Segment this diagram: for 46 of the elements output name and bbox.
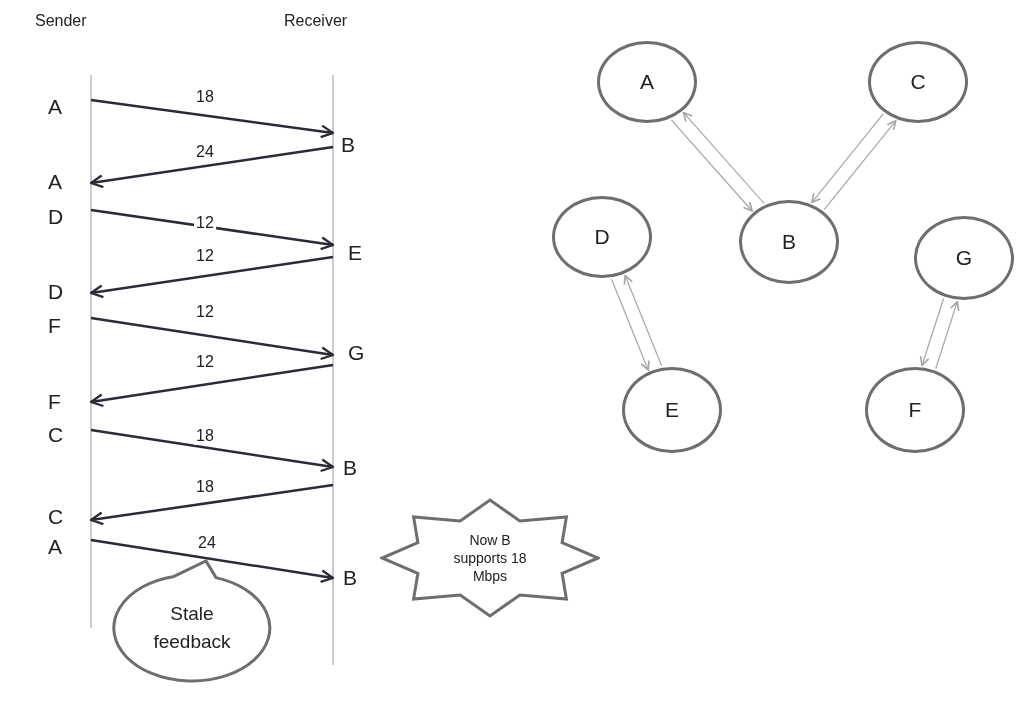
node-circle: A [597,41,697,123]
speech-bubble [112,558,274,684]
participant-label: A [40,535,91,559]
participant-label: D [40,205,91,229]
arrow [670,119,753,212]
arrow [610,278,650,371]
callout-text: Stale feedback [152,602,232,654]
arrow [89,363,334,408]
arrow [823,119,897,211]
arrow [89,145,334,189]
arrow [89,255,334,299]
participant-label: A [40,170,91,194]
arrow [811,113,884,204]
starburst-callout [380,498,600,618]
arrow [935,300,960,370]
node-circle: G [914,216,1014,300]
node-circle: B [739,200,839,284]
participant-label: B [333,456,378,480]
lifeline-header: Sender [35,12,87,30]
participant-label: B [333,566,378,590]
callout-text: Now B supports 18 Mbps [452,531,528,585]
node-circle: E [622,367,722,453]
participant-label: C [40,505,91,529]
edge-label: 18 [194,427,216,445]
participant-label: G [333,341,378,365]
participant-label: C [40,423,91,447]
node-circle: F [865,367,965,453]
arrow [90,538,335,584]
arrow [89,483,334,526]
node-circle: C [868,41,968,123]
arrow [623,274,663,367]
arrow [90,98,335,139]
participant-label: F [40,390,91,414]
participant-label: D [40,280,91,304]
participant-label: A [40,95,91,119]
edge-label: 12 [194,214,216,232]
arrow [682,111,765,205]
participant-label: E [333,241,378,265]
arrow [90,428,335,473]
participant-label: B [333,133,378,157]
arrow [919,297,945,367]
node-circle: D [552,196,652,278]
lifeline-header: Receiver [284,12,348,30]
participant-label: F [40,314,91,338]
arrow [90,208,335,251]
arrow [90,316,335,361]
